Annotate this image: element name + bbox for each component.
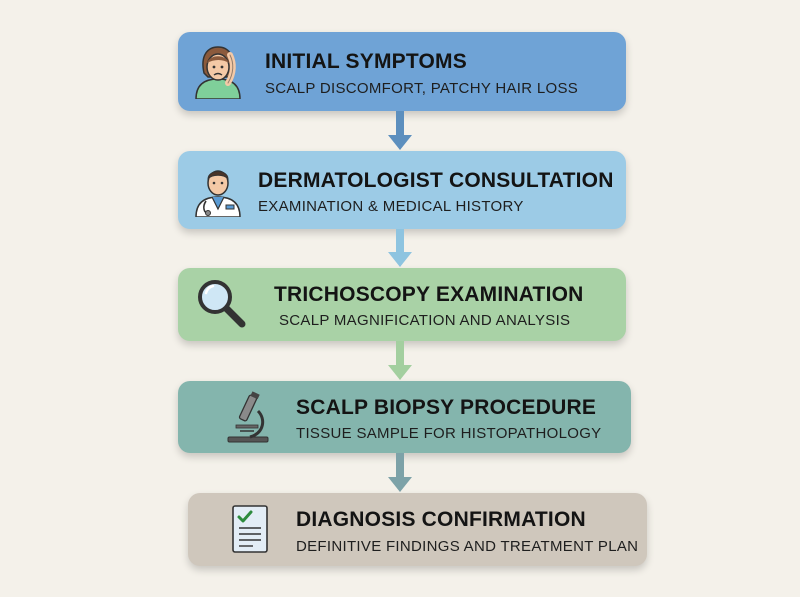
step-scalp-biopsy-procedure: SCALP BIOPSY PROCEDURE TISSUE SAMPLE FOR… — [178, 381, 631, 453]
step-title: INITIAL SYMPTOMS — [265, 50, 467, 73]
flow-arrow — [388, 111, 412, 151]
step-subtitle: EXAMINATION & MEDICAL HISTORY — [258, 198, 524, 215]
magnifying-glass-icon — [194, 276, 250, 332]
patient-icon — [190, 43, 246, 99]
flow-arrow — [388, 341, 412, 381]
step-title: DERMATOLOGIST CONSULTATION — [258, 169, 614, 192]
step-subtitle: DEFINITIVE FINDINGS AND TREATMENT PLAN — [296, 538, 639, 555]
step-title: SCALP BIOPSY PROCEDURE — [296, 396, 597, 419]
step-dermatologist-consultation: DERMATOLOGIST CONSULTATION EXAMINATION &… — [178, 151, 626, 229]
flow-arrow — [388, 229, 412, 268]
step-subtitle: SCALP DISCOMFORT, PATCHY HAIR LOSS — [265, 80, 579, 97]
step-diagnosis-confirmation: DIAGNOSIS CONFIRMATION DEFINITIVE FINDIN… — [188, 493, 647, 566]
step-trichoscopy-examination: TRICHOSCOPY EXAMINATION SCALP MAGNIFICAT… — [178, 268, 626, 341]
flow-arrow — [388, 453, 412, 493]
step-subtitle: SCALP MAGNIFICATION AND ANALYSIS — [279, 312, 571, 329]
checklist-document-icon — [222, 502, 278, 558]
step-title: DIAGNOSIS CONFIRMATION — [296, 508, 586, 531]
step-initial-symptoms: INITIAL SYMPTOMS SCALP DISCOMFORT, PATCH… — [178, 32, 626, 111]
step-title: TRICHOSCOPY EXAMINATION — [274, 283, 584, 306]
doctor-icon — [190, 161, 246, 217]
microscope-icon — [220, 389, 276, 445]
step-subtitle: TISSUE SAMPLE FOR HISTOPATHOLOGY — [296, 425, 602, 442]
